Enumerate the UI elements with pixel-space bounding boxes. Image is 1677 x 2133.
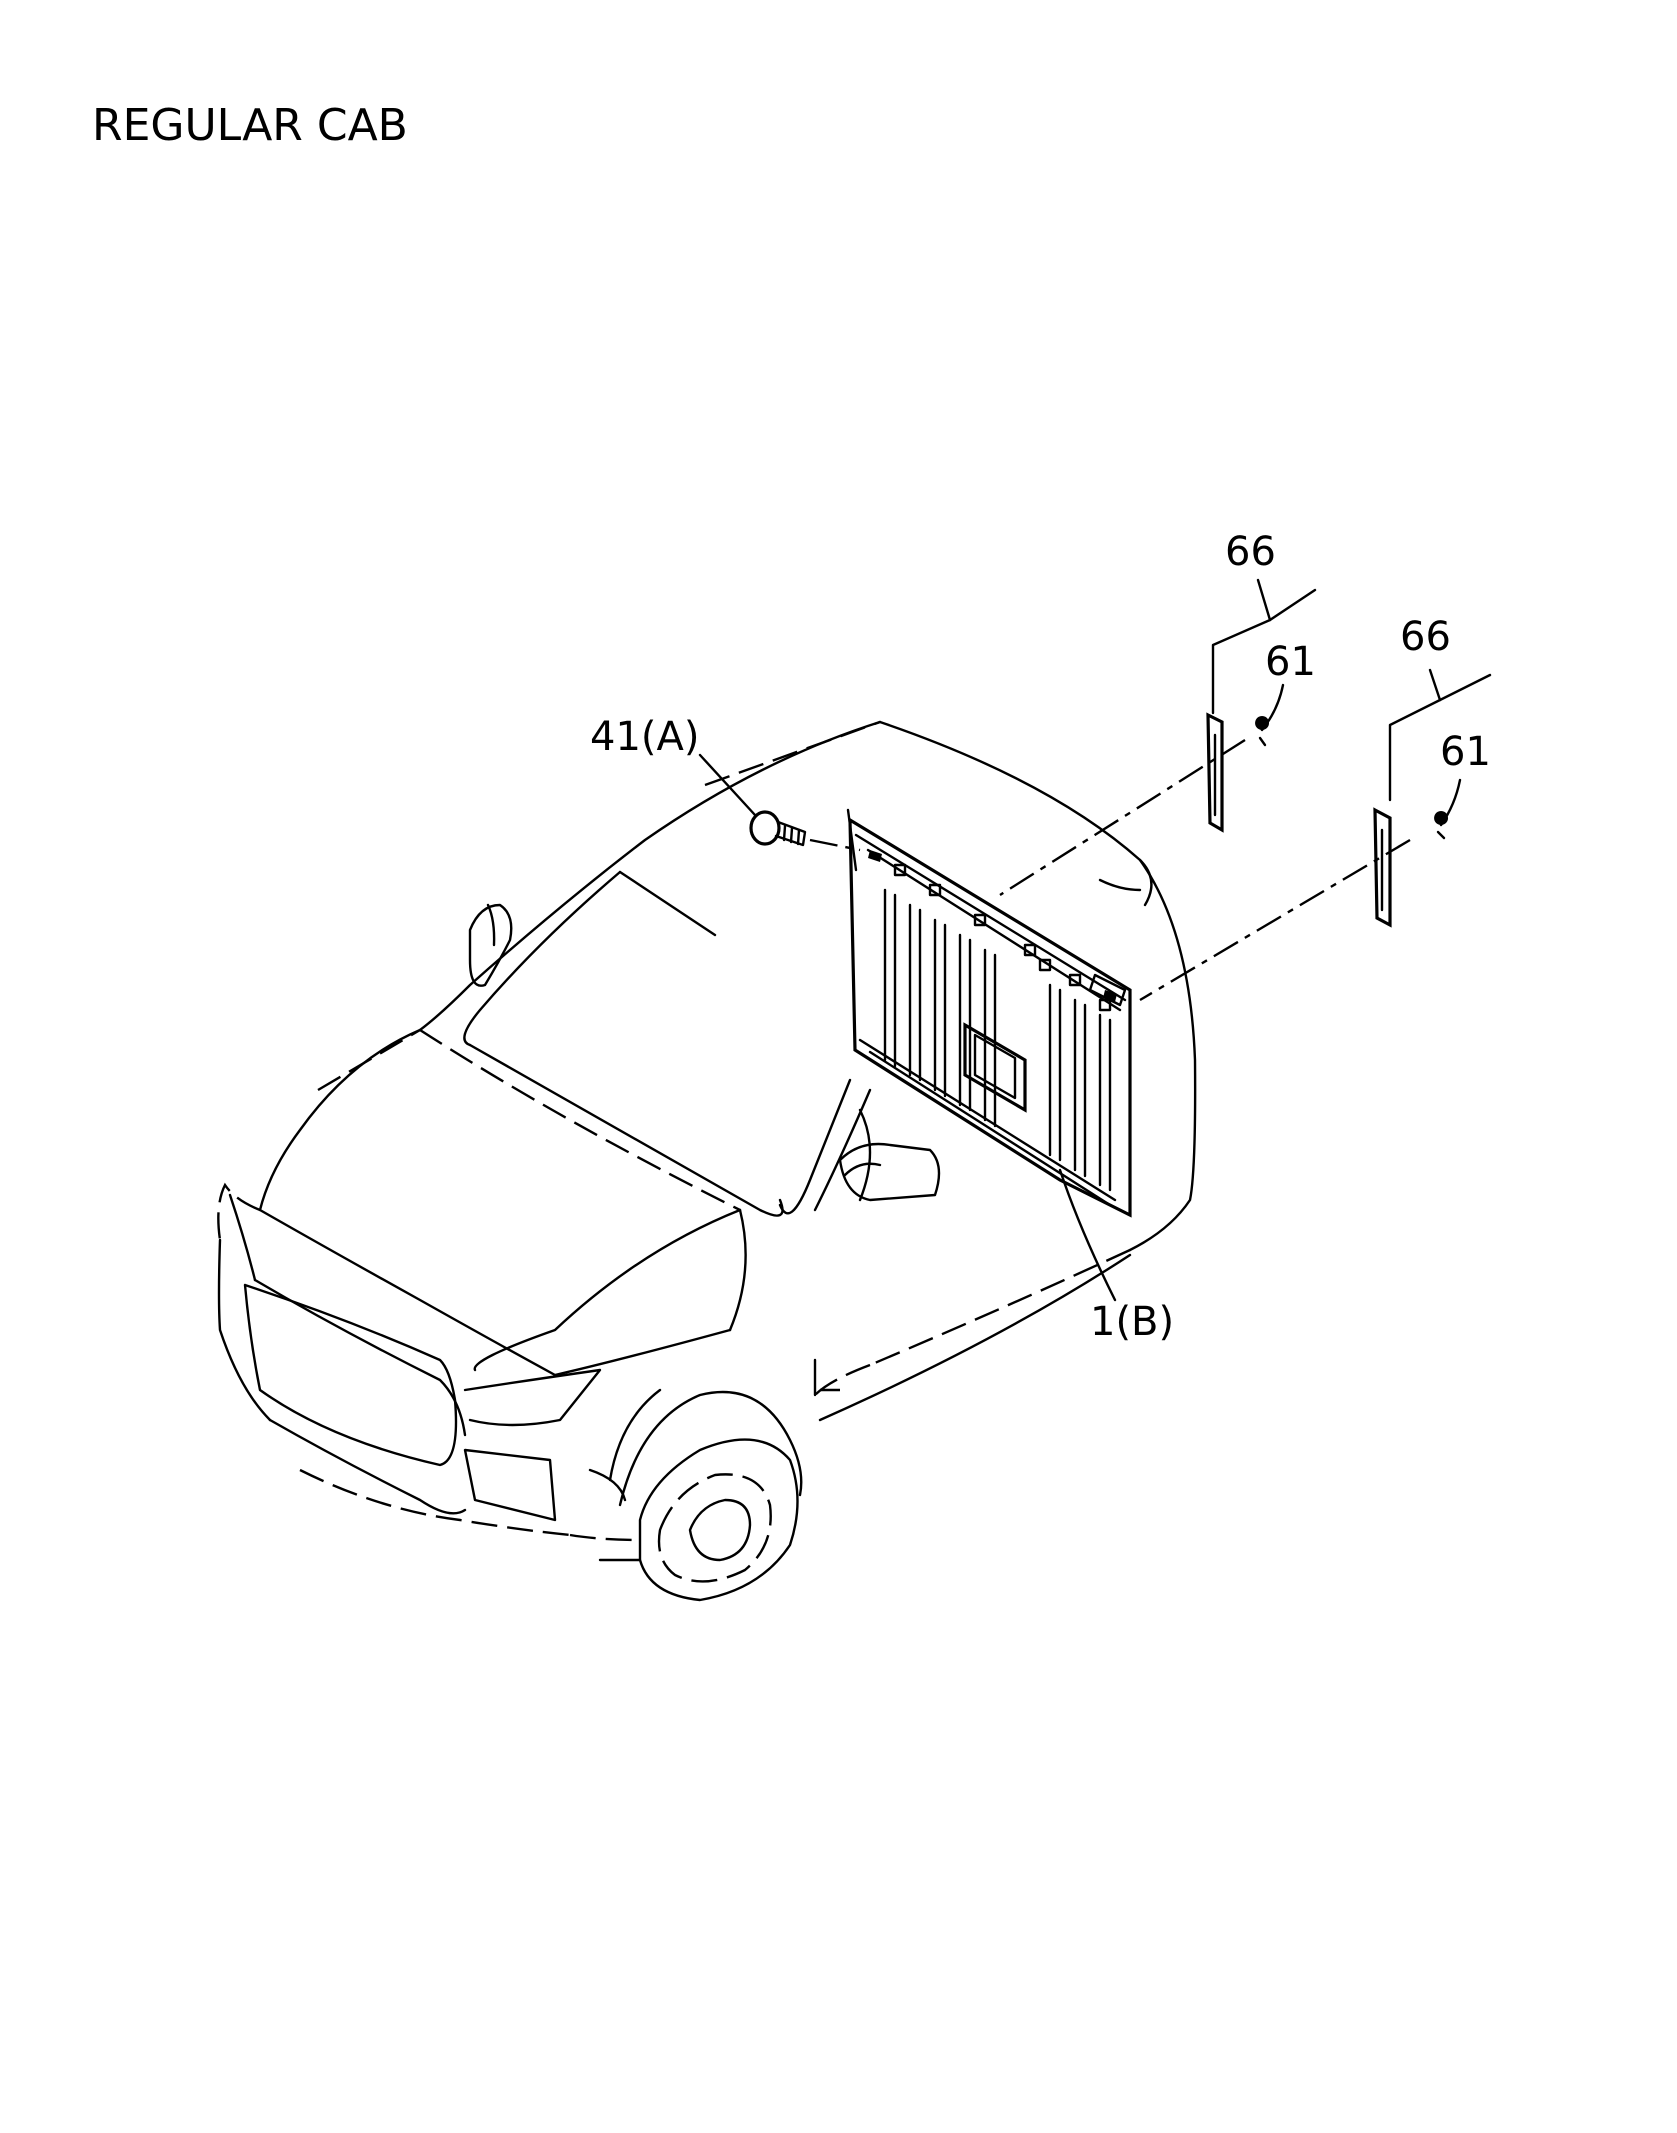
callout-61-right: 61	[1440, 729, 1491, 775]
callout-1b: 1(B)	[1090, 1299, 1174, 1345]
right-strip-assembly	[1139, 668, 1492, 1002]
left-strip-assembly	[999, 578, 1317, 897]
callout-66-left: 66	[1225, 529, 1276, 575]
callout-61-left: 61	[1265, 639, 1316, 685]
callout-41a: 41(A)	[590, 714, 699, 760]
rear-cab-panel	[846, 808, 1132, 1218]
callout-66-right: 66	[1400, 614, 1451, 660]
truck-outline	[217, 720, 1197, 1602]
page-heading: REGULAR CAB	[92, 100, 408, 151]
bolt	[749, 810, 861, 852]
